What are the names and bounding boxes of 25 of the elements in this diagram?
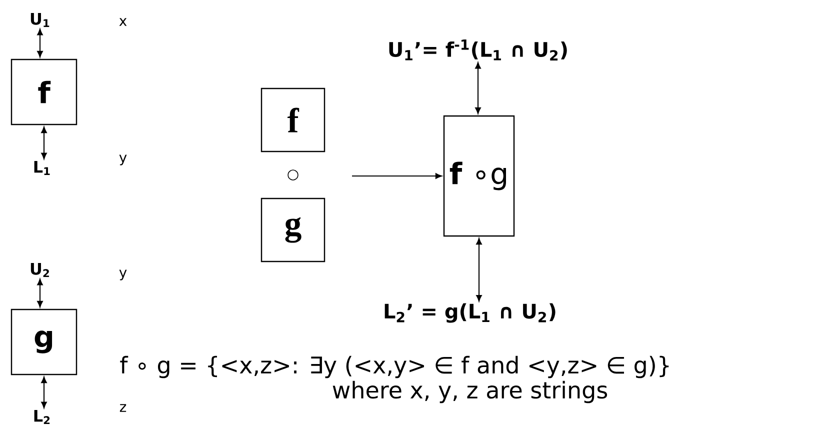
arrow	[41, 126, 47, 160]
arrow	[476, 238, 482, 302]
set-label: L$_{2}$	[34, 410, 50, 424]
note-text: where x, y, z are strings	[332, 380, 608, 404]
variable-label: y	[119, 270, 127, 280]
arrow	[475, 62, 481, 114]
function-box: g	[10, 308, 78, 376]
set-label: U$_{1}$	[30, 12, 50, 28]
set-label: U$_{1}$’= f$^{-1}$(L$_{1}$ ∩ U$_{2}$)	[389, 40, 567, 60]
arrow	[37, 28, 43, 58]
variable-label: z	[120, 404, 126, 412]
set-label: U$_{2}$	[30, 262, 49, 278]
variable-label: y	[119, 154, 127, 166]
function-box: f ∘g	[443, 115, 515, 237]
function-box: f	[260, 88, 326, 152]
variable-label: x	[119, 18, 127, 26]
composition-symbol: ○	[288, 170, 298, 180]
set-label: L$_{1}$	[34, 160, 50, 176]
function-box: f	[10, 58, 78, 126]
set-label: L$_{2}$’ = g(L$_{1}$ ∩ U$_{2}$)	[384, 303, 556, 323]
formula-text: f ∘ g = {<x,z>: ∃y (<x,y> ∈ f and <y,z> ∈ g)}	[120, 356, 669, 378]
arrow	[37, 278, 43, 308]
function-box: g	[260, 198, 326, 262]
arrow	[352, 173, 442, 179]
arrow	[41, 376, 47, 408]
